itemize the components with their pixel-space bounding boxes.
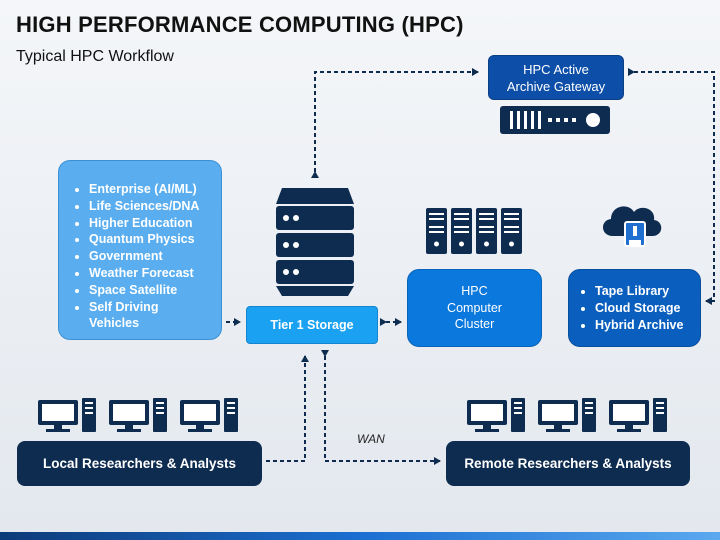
cluster-label-line3: Cluster (454, 317, 495, 332)
connector-local-tier1 (266, 355, 309, 462)
application-item: Weather Forecast (89, 265, 211, 282)
archive-targets-box: Tape Library Cloud Storage Hybrid Archiv… (568, 269, 701, 347)
tier1-storage-label: Tier 1 Storage (270, 318, 354, 332)
local-researchers-box: Local Researchers & Analysts (17, 441, 262, 486)
connector-gateway-archive (628, 68, 715, 305)
connector-tier1-remote (321, 350, 441, 465)
gateway-label-line2: Archive Gateway (506, 78, 606, 94)
footer-accent-bar (0, 532, 720, 540)
archive-target-item: Tape Library (595, 283, 683, 300)
application-item: Quantum Physics (89, 231, 211, 248)
application-item: Space Satellite (89, 282, 211, 299)
cluster-label-line2: Computer (447, 300, 502, 315)
applications-list: Enterprise (AI/ML) Life Sciences/DNA Hig… (67, 181, 211, 332)
application-item: Higher Education (89, 215, 211, 232)
application-item: Government (89, 248, 211, 265)
application-item: Life Sciences/DNA (89, 198, 211, 215)
workstation-icon (38, 398, 238, 432)
remote-researchers-label: Remote Researchers & Analysts (464, 456, 672, 471)
workstation-icon (467, 398, 667, 432)
remote-researchers-box: Remote Researchers & Analysts (446, 441, 690, 486)
application-item: Self Driving Vehicles (89, 299, 211, 333)
connector-tier1-gateway (311, 68, 479, 178)
archive-target-item: Hybrid Archive (595, 317, 683, 334)
page-title: HIGH PERFORMANCE COMPUTING (HPC) (16, 12, 464, 37)
tier1-storage-box: Tier 1 Storage (246, 306, 378, 344)
gateway-appliance-icon (500, 106, 610, 134)
archive-targets-list: Tape Library Cloud Storage Hybrid Archiv… (579, 283, 683, 334)
gateway-label-line1: HPC Active (523, 61, 589, 77)
archive-gateway-box: HPC Active Archive Gateway (488, 55, 624, 100)
wan-label: WAN (357, 432, 385, 446)
local-researchers-label: Local Researchers & Analysts (42, 456, 237, 471)
hpc-cluster-box: HPC Computer Cluster (407, 269, 542, 347)
server-cluster-icon (426, 208, 522, 254)
server-rack-icon (276, 188, 354, 296)
cloud-usb-icon (602, 206, 662, 247)
application-item: Enterprise (AI/ML) (89, 181, 211, 198)
page-subtitle: Typical HPC Workflow (16, 48, 174, 65)
applications-box: Enterprise (AI/ML) Life Sciences/DNA Hig… (58, 160, 222, 340)
archive-target-item: Cloud Storage (595, 300, 683, 317)
cluster-label-line1: HPC (461, 284, 488, 299)
